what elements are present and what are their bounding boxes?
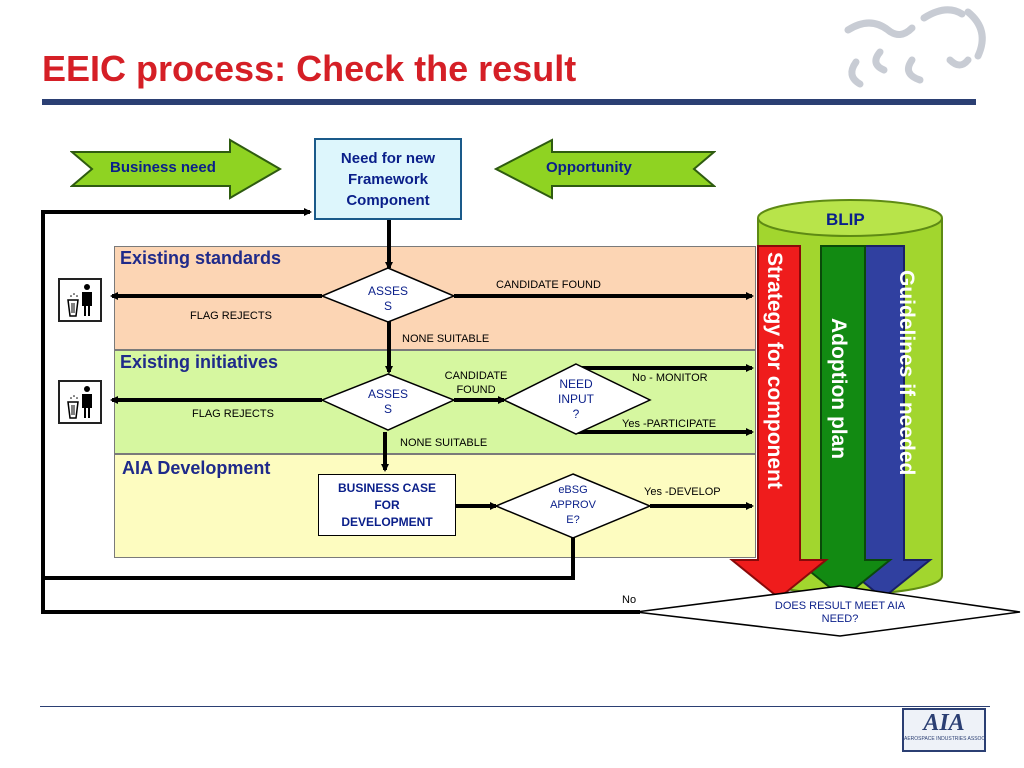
assess-2-line-2: S [383,402,392,416]
assess-2-line-1: ASSES [367,387,409,401]
guidelines-column-label: Guidelines if needed [895,270,918,476]
no-label: No [622,594,637,606]
aia-logo-text: AIA [923,710,965,736]
trash-bin-icon [58,278,102,322]
band-title-initiatives: Existing initiatives [120,352,279,372]
assess-1-line-2: S [383,299,392,313]
opportunity-label: Opportunity [546,159,632,176]
need-box-line-3: Component [346,191,430,209]
ebsg-diamond: eBSG APPROV E? [538,483,608,528]
business-need-arrow [70,138,282,200]
need-input-line-3: ? [572,407,580,421]
aia-logo-subtext: AEROSPACE INDUSTRIES ASSOCIATION [904,736,984,742]
candidate-found-2-line-2: FOUND [456,384,496,396]
need-input-line-1: NEED [559,377,593,391]
aia-logo: AIA AEROSPACE INDUSTRIES ASSOCIATION [902,708,986,752]
ebsg-line-3: E? [566,514,580,526]
trash-bin-icon [58,380,102,424]
business-case-box: BUSINESS CASE FOR DEVELOPMENT [318,474,456,536]
assess-diamond-2: ASSES S [358,387,418,417]
need-box-line-1: Need for new [340,149,436,167]
blip-columns [729,245,933,600]
ebsg-line-2: APPROV [550,499,596,511]
need-input-diamond: NEED INPUT ? [546,377,606,422]
flag-rejects-label-1: FLAG REJECTS [190,310,272,322]
assess-1-line-1: ASSES [367,284,409,298]
business-case-line-2: FOR [374,497,400,512]
none-suitable-label-2: NONE SUITABLE [400,437,488,449]
adoption-column-label: Adoption plan [827,318,850,460]
result-line-2: NEED? [821,613,859,625]
blip-label: BLIP [826,210,865,229]
strategy-column-label: Strategy for component [763,252,786,489]
band-title-standards: Existing standards [120,248,282,268]
need-for-framework-box: Need for new Framework Component [314,138,462,220]
none-suitable-label-1: NONE SUITABLE [402,333,490,345]
need-box-line-2: Framework [347,170,429,188]
candidate-found-label-1: CANDIDATE FOUND [496,279,601,291]
candidate-found-2-line-1: CANDIDATE [444,370,508,382]
yes-develop-label: Yes -DEVELOP [644,486,721,498]
result-line-1: DOES RESULT MEET AIA [774,600,906,612]
result-diamond: DOES RESULT MEET AIA NEED? [740,600,940,626]
flow-connectors [41,208,1021,637]
puzzle-pieces-icon [844,6,986,88]
candidate-found-label-2: CANDIDATE FOUND [436,369,516,397]
flag-rejects-label-2: FLAG REJECTS [192,408,274,420]
assess-diamond-1: ASSES S [358,284,418,314]
band-title-aia: AIA Development [122,458,271,478]
page-title: EEIC process: Check the result [42,48,577,89]
title-underline [42,99,976,105]
footer-rule [40,706,990,707]
no-monitor-label: No - MONITOR [632,372,708,384]
business-case-line-1: BUSINESS CASE [337,480,437,495]
need-input-line-2: INPUT [558,392,594,406]
ebsg-line-1: eBSG [558,484,588,496]
business-need-label: Business need [110,159,216,176]
opportunity-arrow [494,138,716,200]
yes-participate-label: Yes -PARTICIPATE [622,418,717,430]
business-case-line-3: DEVELOPMENT [341,514,433,529]
